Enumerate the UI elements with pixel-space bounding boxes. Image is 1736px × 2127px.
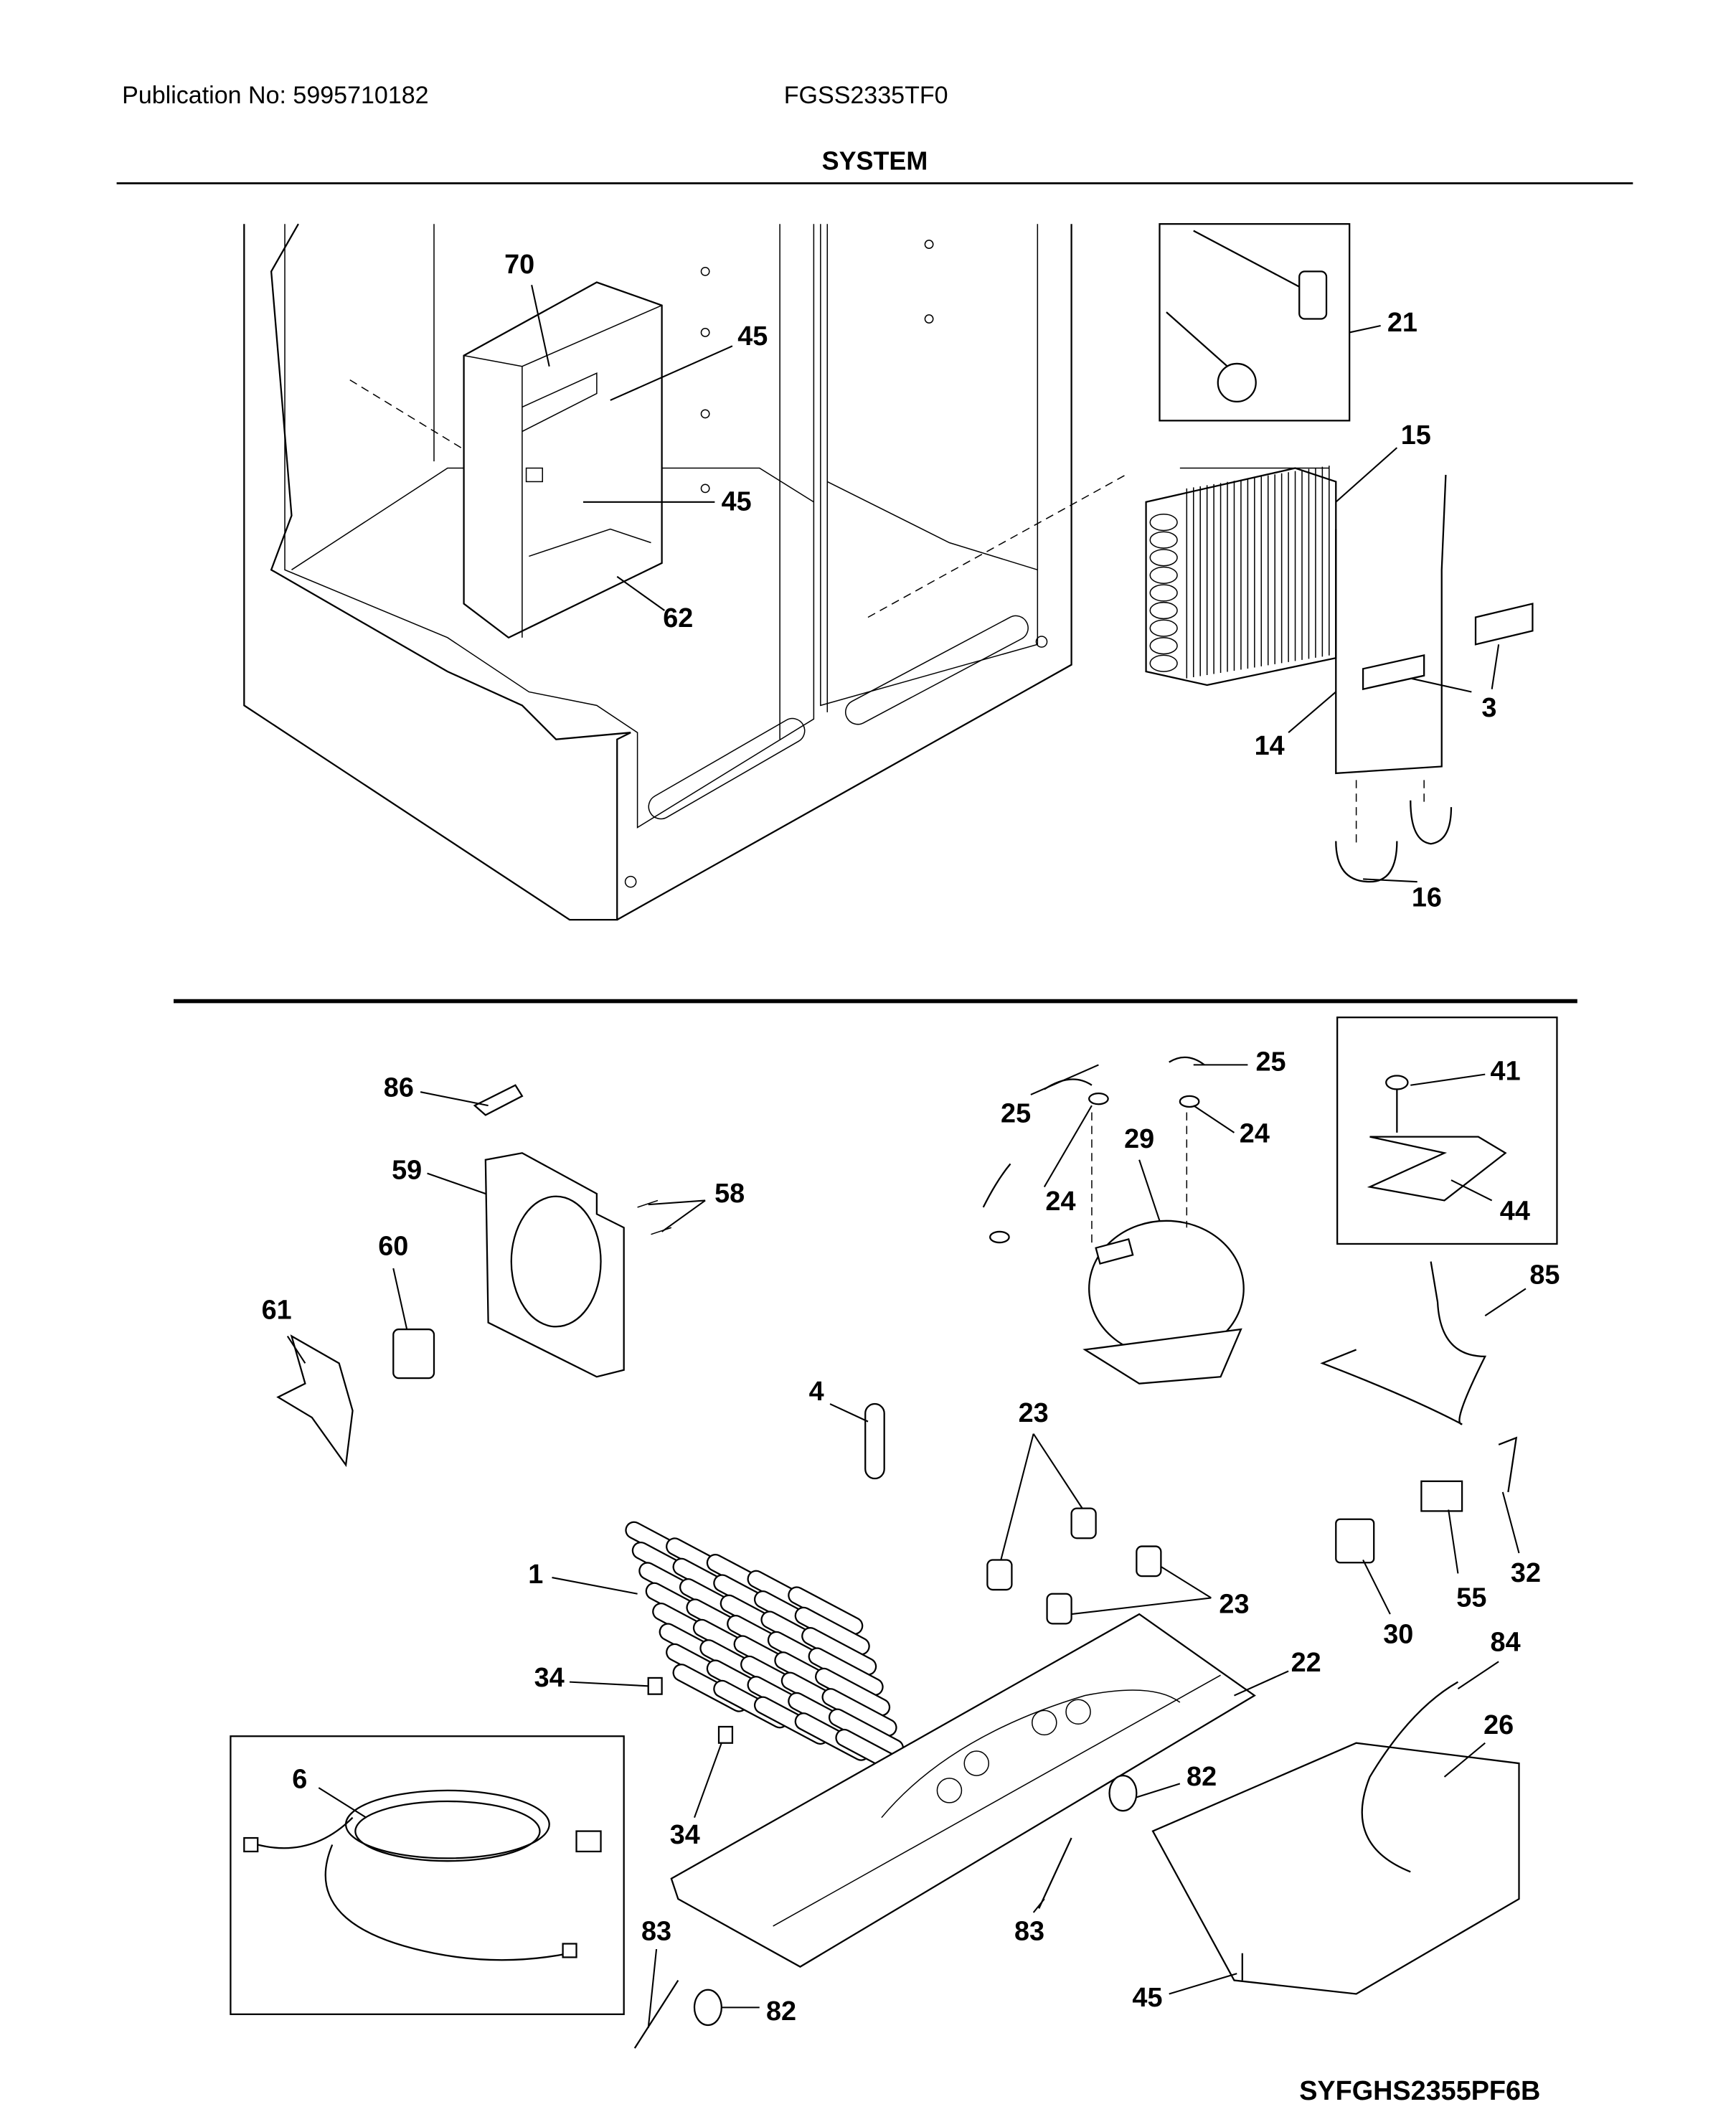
part-label: 23	[1019, 1398, 1049, 1428]
part-label: 25	[1001, 1098, 1031, 1128]
part-label: 24	[1045, 1187, 1075, 1217]
part-label: 44	[1500, 1196, 1530, 1226]
evaporator-tube	[1149, 601, 1178, 620]
inset-box-21	[1159, 223, 1351, 422]
heater-clips	[1335, 780, 1453, 883]
part-label: 61	[262, 1295, 292, 1325]
condenser-coil	[625, 1521, 911, 1778]
part-label: 30	[1383, 1619, 1413, 1649]
part-label: 26	[1483, 1710, 1514, 1740]
publication-number: Publication No: 5995710182	[122, 82, 428, 109]
part-label: 82	[766, 1996, 796, 2027]
part-label: 29	[1124, 1124, 1154, 1154]
defrost-heater	[1335, 474, 1447, 775]
part-label: 84	[1491, 1628, 1521, 1658]
part-label: 83	[1014, 1916, 1044, 1946]
part-label: 60	[378, 1232, 408, 1262]
evaporator-tube	[1149, 654, 1178, 672]
top-part-labels: 70 45 45 62 21 15 3 14 16	[504, 250, 1496, 913]
part-label: 22	[1291, 1648, 1321, 1678]
part-label: 45	[737, 321, 768, 352]
part-label: 45	[1132, 1983, 1162, 2013]
part-label: 1	[528, 1560, 543, 1590]
part-label: 58	[714, 1179, 745, 1209]
part-label: 24	[1240, 1119, 1270, 1149]
part-label: 16	[1412, 883, 1442, 913]
part-label: 83	[641, 1916, 671, 1946]
evaporator-cover	[463, 281, 663, 639]
diagram-code: SYFGHS2355PF6B	[1299, 2076, 1540, 2106]
part-label: 70	[504, 250, 534, 280]
pads	[1362, 603, 1534, 691]
leader-lines	[286, 285, 1527, 2028]
evaporator-tube	[1149, 584, 1178, 602]
grommets	[982, 1056, 1205, 1625]
evaporator-coil	[1145, 466, 1337, 687]
part-label: 34	[670, 1820, 700, 1850]
part-label: 23	[1219, 1590, 1249, 1620]
part-label: 45	[722, 487, 752, 517]
section-title: SYSTEM	[822, 146, 928, 176]
bottom-part-labels: 86 59 58 60 61 4 25 25 24 24 29 41 44 85…	[262, 1047, 1560, 2026]
model-number: FGSS2335TF0	[784, 82, 948, 109]
evaporator-tube	[1149, 566, 1178, 584]
base-pan-22	[670, 1613, 1256, 1968]
misc-parts	[633, 1261, 1518, 2049]
part-label: 6	[292, 1765, 307, 1795]
part-label: 14	[1255, 731, 1285, 761]
drier	[864, 1402, 885, 1480]
part-label: 86	[384, 1072, 414, 1103]
evaporator-tube	[1149, 619, 1178, 637]
part-label: 82	[1187, 1762, 1217, 1792]
clip-detail	[1166, 230, 1328, 403]
evaporator-tube	[1149, 514, 1178, 532]
part-label: 4	[809, 1377, 824, 1407]
part-label: 62	[663, 603, 693, 633]
evaporator-tube	[1149, 637, 1178, 655]
drain-pan	[1151, 1681, 1520, 1995]
part-label: 41	[1491, 1057, 1521, 1087]
part-label: 34	[534, 1663, 565, 1693]
part-label: 25	[1255, 1047, 1286, 1077]
part-label: 15	[1401, 420, 1431, 451]
compressor	[1082, 1112, 1245, 1385]
part-label: 59	[392, 1156, 422, 1186]
evaporator-tube	[1149, 531, 1178, 549]
part-label: 32	[1511, 1558, 1541, 1588]
part-label: 85	[1529, 1260, 1560, 1290]
evaporator-tube	[1149, 549, 1178, 567]
part-label: 55	[1456, 1583, 1486, 1613]
cabinet-liner	[243, 223, 1126, 921]
inset-box-6	[230, 1735, 625, 2015]
screw-bracket	[1367, 1075, 1507, 1202]
part-label: 3	[1481, 693, 1496, 723]
part-label: 21	[1387, 308, 1417, 338]
power-cord	[243, 1789, 602, 1961]
inset-box-41	[1336, 1017, 1558, 1245]
fan-assembly	[276, 1084, 672, 1468]
